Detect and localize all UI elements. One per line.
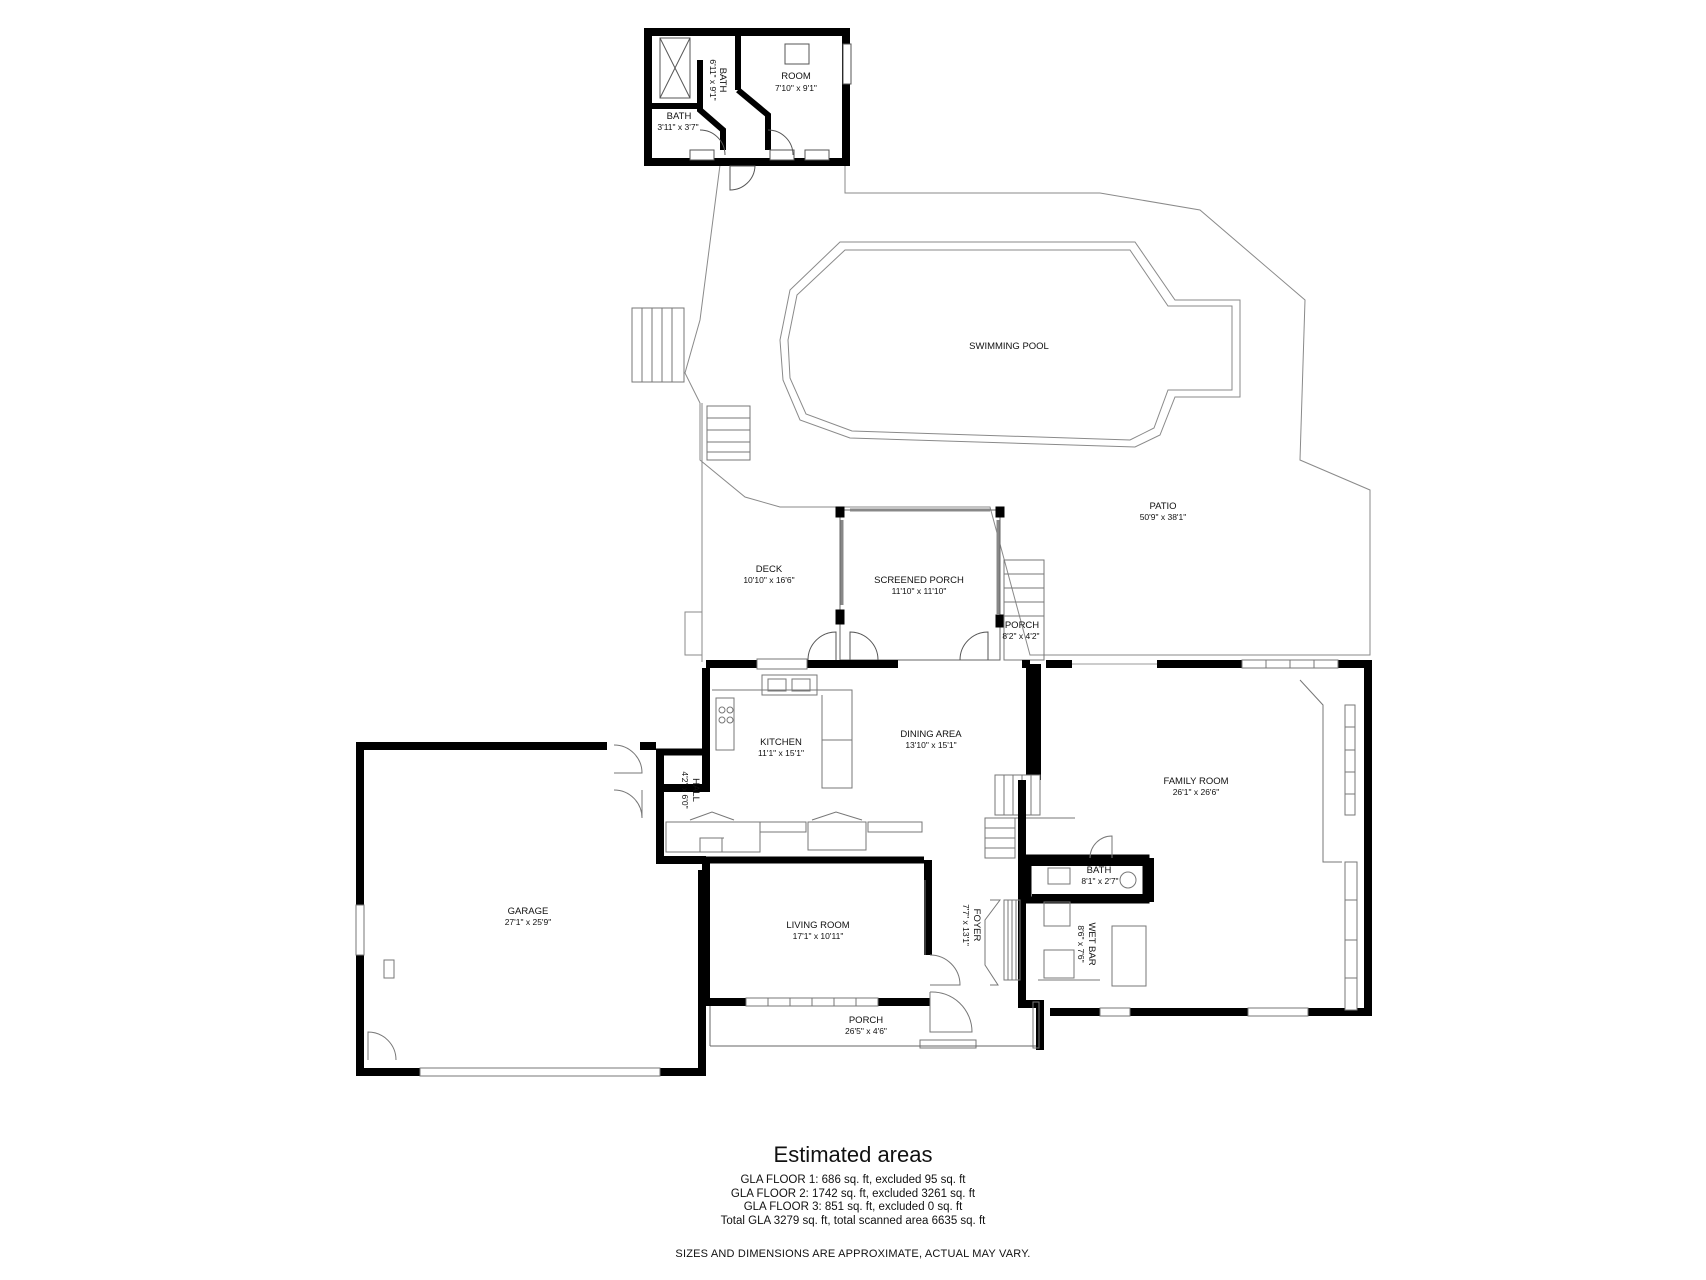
room-name-porch-small: PORCH — [1005, 620, 1039, 631]
area-line: Total GLA 3279 sq. ft, total scanned are… — [720, 1214, 986, 1227]
disclaimer: SIZES AND DIMENSIONS ARE APPROXIMATE, AC… — [675, 1248, 1031, 1260]
room-dims-garage: 27'1" x 25'9" — [505, 917, 552, 927]
room-dims-wet-bar: 8'6" x 7'6" — [1076, 925, 1086, 962]
garage-details — [355, 904, 661, 1077]
area-line: GLA FLOOR 1: 686 sq. ft, excluded 95 sq.… — [740, 1174, 966, 1186]
area-line: GLA FLOOR 3: 851 sq. ft, excluded 0 sq. … — [743, 1201, 963, 1213]
room-name-living-room: LIVING ROOM — [786, 920, 849, 931]
family-room-details — [1072, 659, 1358, 1017]
room-dims-living-room: 17'1" x 10'11" — [793, 931, 844, 941]
foyer-details — [709, 899, 1040, 1049]
bath-main-details — [1047, 835, 1137, 889]
room-dims-patio: 50'9" x 38'1" — [1140, 512, 1187, 522]
room-name-swimming-pool: SWIMMING POOL — [969, 341, 1049, 352]
room-dims-screened-porch: 11'10" x 11'10" — [892, 586, 947, 596]
room-dims-dining-area: 13'10" x 15'1" — [905, 740, 956, 750]
room-dims-porch-front: 26'5" x 4'6" — [845, 1026, 887, 1036]
interior-walls — [656, 664, 1034, 864]
room-dims-family-room: 26'1" x 26'6" — [1173, 787, 1220, 797]
room-dims-bath-pool-b: 3'11" x 3'7" — [657, 122, 698, 132]
estimated-areas: Estimated areas GLA FLOOR 1: 686 sq. ft,… — [553, 1142, 1153, 1228]
kitchen-counters — [712, 658, 853, 789]
room-name-patio: PATIO — [1149, 501, 1176, 512]
room-name-foyer: FOYER — [971, 909, 982, 942]
pool-side-stairs — [631, 307, 685, 383]
room-dims-bath-main: 8'1" x 2'7" — [1081, 876, 1118, 886]
built-ins — [665, 811, 923, 853]
room-name-bath-main: BATH — [1087, 865, 1112, 876]
swimming-pool-shape — [779, 241, 1241, 448]
room-name-family-room: FAMILY ROOM — [1163, 776, 1228, 787]
room-dims-deck: 10'10" x 16'6" — [743, 575, 794, 585]
room-name-garage: GARAGE — [508, 906, 549, 917]
hall-area — [613, 744, 1075, 859]
areas-title: Estimated areas — [773, 1142, 933, 1167]
pool-house — [644, 28, 852, 191]
room-dims-porch-small: 8'2" x 4'2" — [1002, 631, 1039, 641]
room-dims-room: 7'10" x 9'1" — [775, 83, 817, 93]
room-dims-bath-pool-a: 6'11" x 9'1" — [708, 59, 718, 100]
room-dims-hall: 4'2" x 6'0" — [680, 771, 690, 808]
wet-bar-details — [1038, 901, 1147, 987]
room-dims-kitchen: 11'1" x 15'1" — [758, 748, 804, 758]
room-labels: ROOM 7'10" x 9'1" BATH 6'11" x 9'1" BATH… — [505, 59, 1229, 1036]
room-name-screened-porch: SCREENED PORCH — [874, 575, 964, 586]
room-name-bath-pool-b: BATH — [667, 111, 692, 122]
room-name-wet-bar: WET BAR — [1086, 922, 1097, 965]
deck-stairs — [706, 405, 751, 461]
area-line: GLA FLOOR 2: 1742 sq. ft, excluded 3261 … — [730, 1187, 976, 1200]
room-name-porch-front: PORCH — [849, 1015, 883, 1026]
room-dims-foyer: 7'7" x 13'1" — [961, 904, 971, 946]
hall-closet — [656, 748, 924, 864]
room-name-deck: DECK — [756, 564, 783, 575]
bath-main-walls — [1024, 854, 1150, 904]
screened-porch-walls — [807, 506, 1005, 661]
porch-stairs — [1003, 559, 1045, 661]
room-name-room: ROOM — [781, 71, 811, 82]
room-name-hall: HALL — [690, 778, 701, 802]
room-name-dining-area: DINING AREA — [900, 729, 962, 740]
room-name-kitchen: KITCHEN — [760, 737, 802, 748]
patio-outline — [684, 160, 1371, 662]
room-name-bath-pool-a: BATH — [717, 68, 728, 93]
living-room-details — [745, 880, 961, 1007]
